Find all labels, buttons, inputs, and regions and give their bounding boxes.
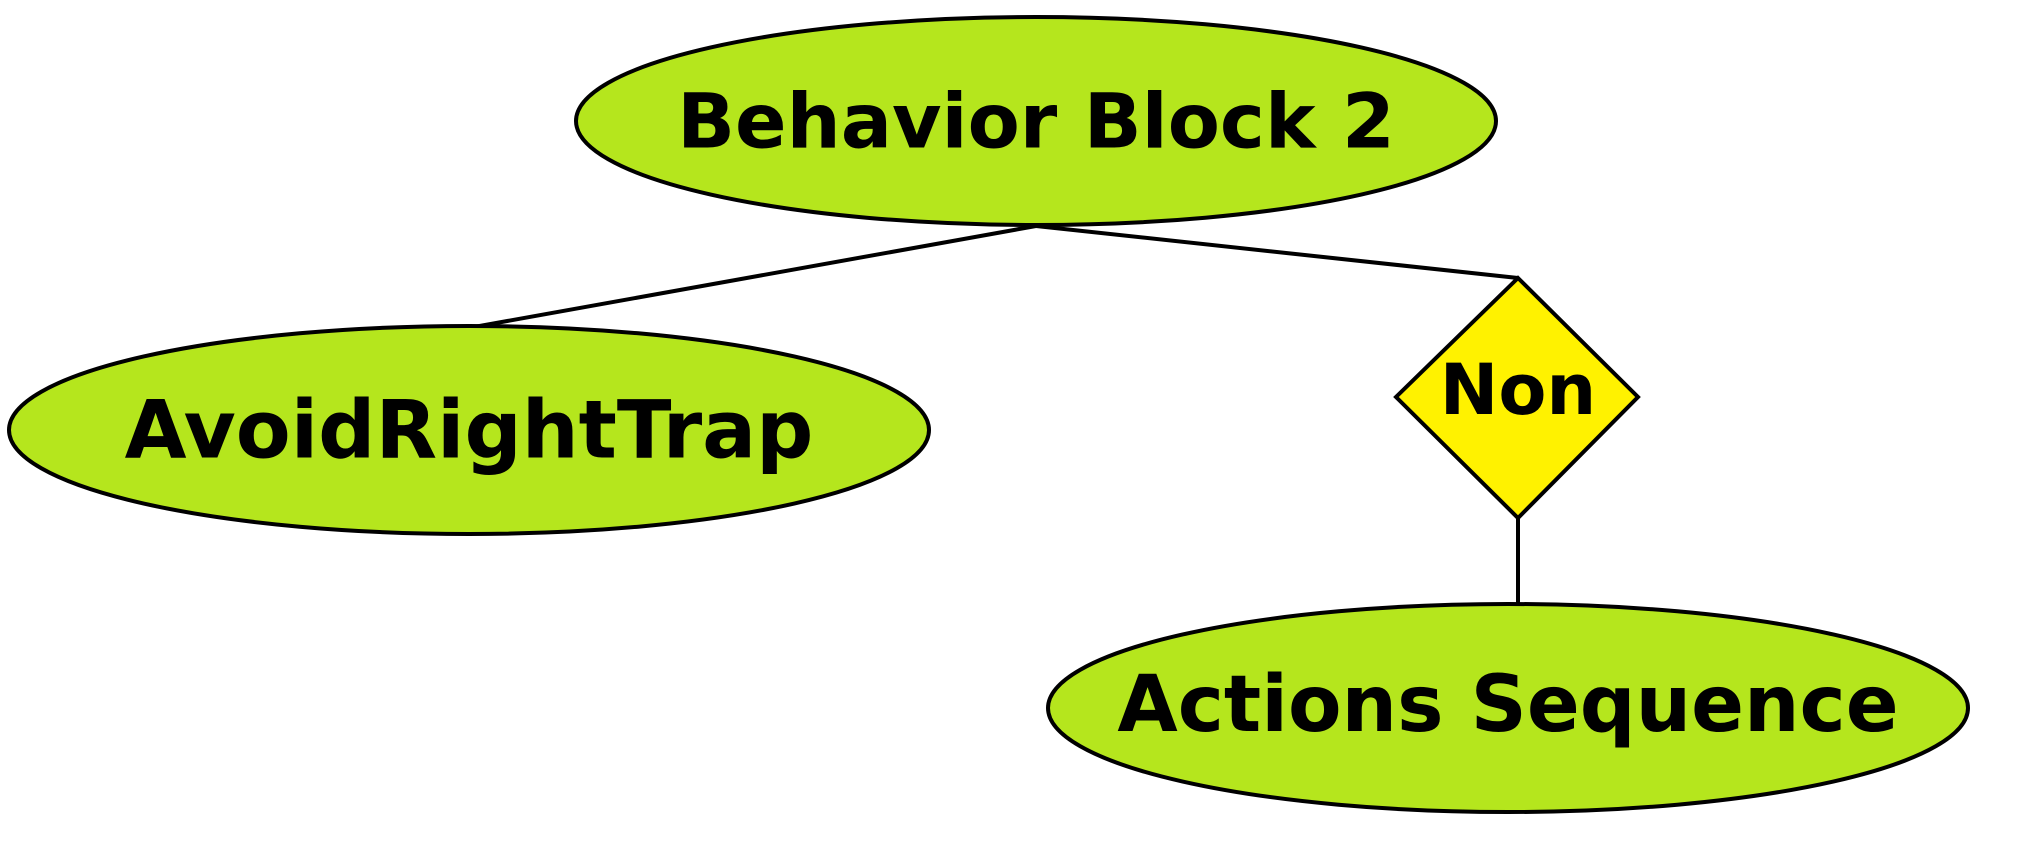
node-non-decorator-label: Non — [1440, 349, 1597, 431]
node-avoid-right-trap[interactable]: AvoidRightTrap — [7, 324, 931, 536]
node-behavior-block-2-label: Behavior Block 2 — [677, 77, 1395, 166]
edge-root-to-non-decorator — [1035, 224, 1519, 280]
node-avoid-right-trap-label: AvoidRightTrap — [125, 384, 814, 477]
node-actions-sequence[interactable]: Actions Sequence — [1046, 602, 1970, 814]
node-actions-sequence-label: Actions Sequence — [1117, 660, 1898, 750]
edge-root-to-avoid-right-trap — [473, 224, 1037, 329]
node-behavior-block-2[interactable]: Behavior Block 2 — [574, 15, 1498, 227]
node-actions-sequence-shape — [1046, 602, 1970, 814]
node-behavior-block-2-shape — [574, 15, 1498, 227]
node-non-decorator[interactable]: Non — [1393, 275, 1641, 521]
node-non-decorator-shape — [1393, 275, 1641, 521]
node-avoid-right-trap-shape — [7, 324, 931, 536]
